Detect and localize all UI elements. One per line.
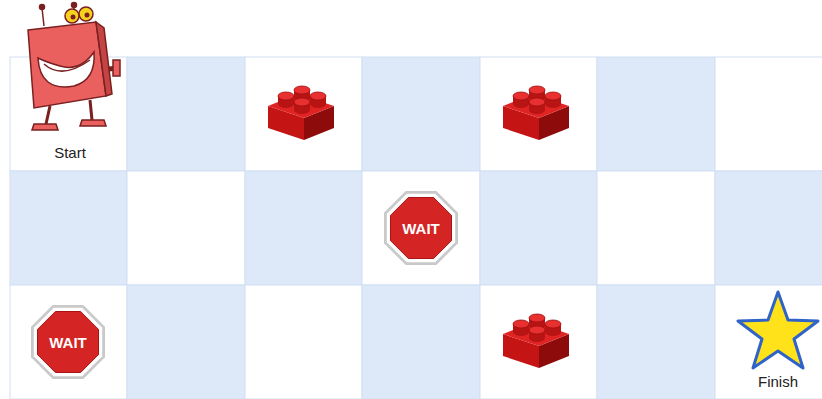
finish-star — [738, 292, 818, 368]
sign-text: WAIT — [49, 334, 87, 351]
wait-sign: WAIT — [380, 187, 462, 269]
sign-text: WAIT — [402, 220, 440, 237]
wait-sign: WAIT — [27, 301, 109, 383]
cell-label: Finish — [758, 373, 798, 390]
lego-brick — [503, 314, 569, 368]
cell-label: Start — [54, 144, 86, 161]
robot — [28, 3, 120, 131]
lego-brick — [503, 86, 569, 140]
grid — [10, 57, 822, 399]
lego-brick — [268, 86, 334, 140]
